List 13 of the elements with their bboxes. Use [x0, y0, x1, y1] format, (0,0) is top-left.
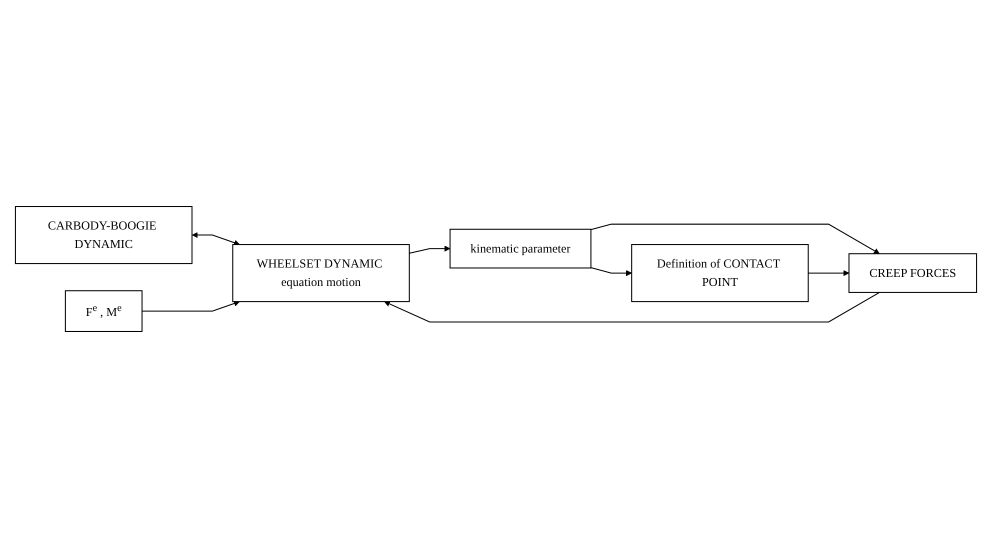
- arrow: [590, 224, 880, 254]
- node-box: CARBODY-BOOGIE DYNAMIC: [14, 206, 192, 264]
- node-box: WHEELSET DYNAMIC equation motion: [232, 244, 410, 302]
- node-box: kinematic parameter: [450, 228, 592, 268]
- arrow: [142, 300, 240, 312]
- arrow: [192, 232, 240, 246]
- arrow: [808, 270, 850, 276]
- node-box: Definition of CONTACT POINT: [631, 244, 809, 302]
- arrow: [590, 267, 632, 276]
- arrow: [384, 292, 880, 322]
- node-box: F$^{e}$ , M$^{e}$: [64, 290, 143, 332]
- arrow: [409, 246, 450, 254]
- node-box: CREEP FORCES: [848, 253, 978, 293]
